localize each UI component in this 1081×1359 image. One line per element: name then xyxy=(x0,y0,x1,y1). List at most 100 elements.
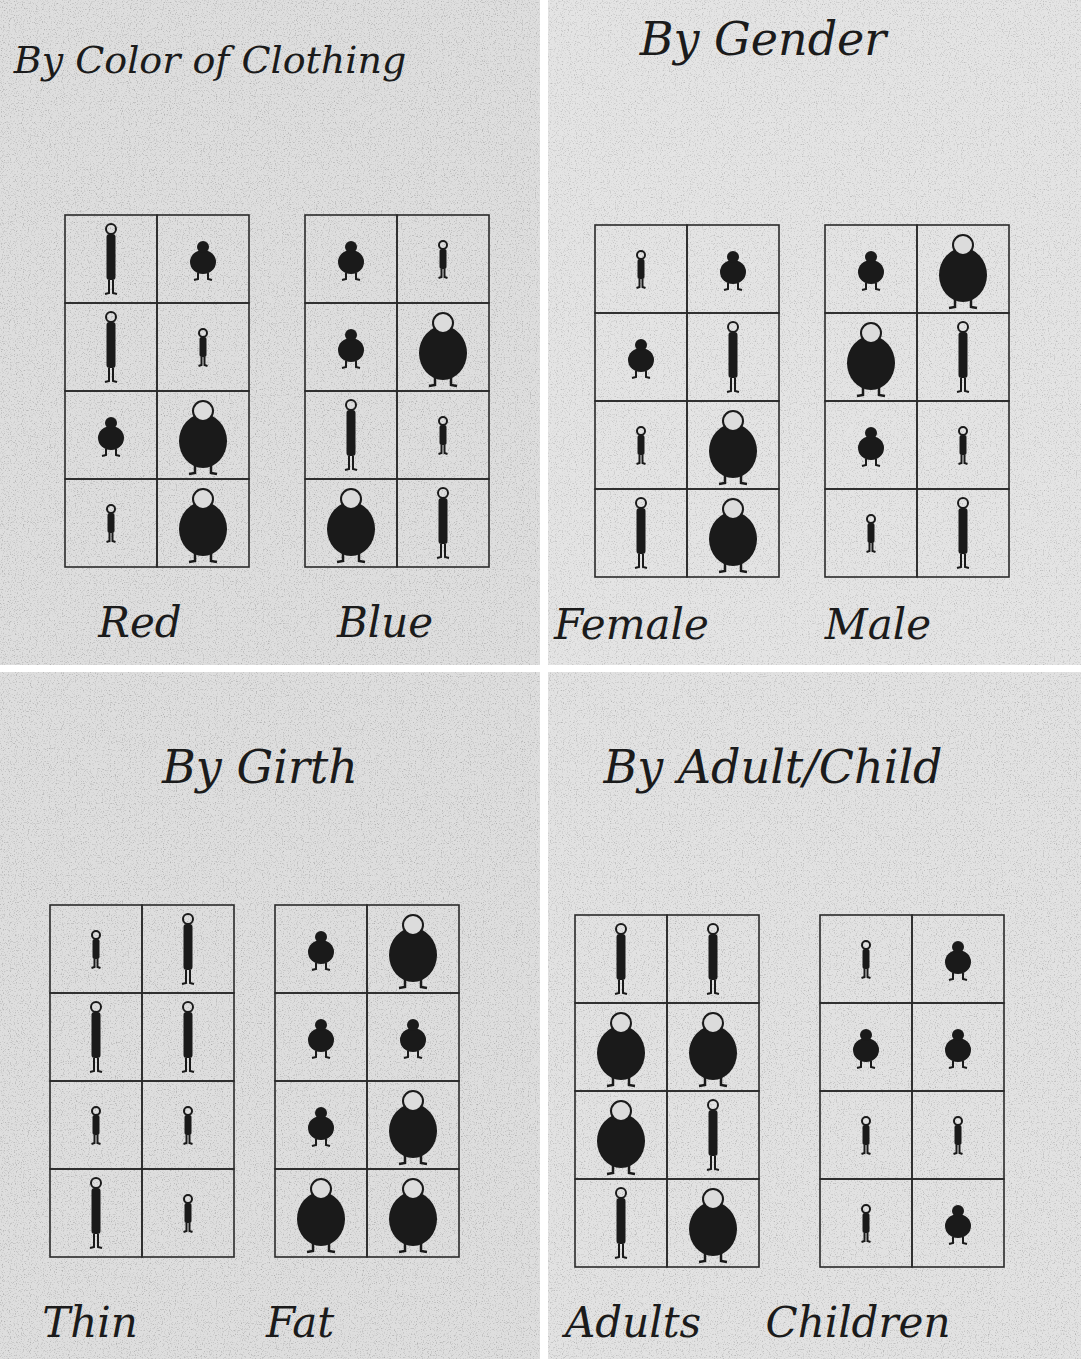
figure-card xyxy=(275,1081,367,1169)
person-figure xyxy=(862,1205,871,1242)
person-figure xyxy=(858,251,884,290)
figure-card xyxy=(912,1091,1004,1179)
person-figure xyxy=(720,251,746,290)
person-figure xyxy=(107,505,116,542)
person-figure xyxy=(957,322,969,392)
figure-card xyxy=(142,993,234,1081)
text-slot: Red xyxy=(98,600,181,646)
photo-panel: By GirthThin Fat xyxy=(0,672,540,1359)
figure-card xyxy=(687,489,779,577)
figure-card xyxy=(142,905,234,993)
figure-card xyxy=(50,1081,142,1169)
photo-grain xyxy=(0,0,540,665)
group-label: Blue xyxy=(337,598,433,647)
figure-card xyxy=(305,303,397,391)
figure-card xyxy=(687,313,779,401)
figure-card xyxy=(687,225,779,313)
figure-card xyxy=(820,1179,912,1267)
figure-card xyxy=(305,391,397,479)
text-slot: Fat xyxy=(266,1300,334,1346)
figure-card xyxy=(820,1003,912,1091)
figure-card xyxy=(825,489,917,577)
figure-card xyxy=(917,489,1009,577)
person-figure xyxy=(597,1101,645,1174)
figure-card xyxy=(275,993,367,1081)
group-label: Female xyxy=(554,600,709,649)
person-figure xyxy=(597,1013,645,1086)
figure-card xyxy=(912,915,1004,1003)
person-figure xyxy=(105,224,117,294)
text-slot: By Adult/Child xyxy=(603,742,942,793)
figure-card xyxy=(157,303,249,391)
person-figure xyxy=(635,498,647,568)
person-figure xyxy=(862,941,871,978)
person-figure xyxy=(389,1091,437,1164)
panel-title: By Girth xyxy=(162,740,358,794)
figure-card xyxy=(595,401,687,489)
group-label: Children xyxy=(766,1298,951,1347)
figure-card xyxy=(65,303,157,391)
person-figure xyxy=(707,924,719,994)
figure-card xyxy=(397,215,489,303)
figure-card xyxy=(667,915,759,1003)
panel-title: By Color of Clothing xyxy=(14,38,407,82)
text-slot: Male xyxy=(825,602,931,648)
figure-card xyxy=(157,391,249,479)
person-figure xyxy=(862,1117,871,1154)
photo-panel xyxy=(548,672,1081,1359)
figure-card xyxy=(142,1169,234,1257)
person-figure xyxy=(105,312,117,382)
person-figure xyxy=(190,241,216,280)
person-figure xyxy=(182,914,194,984)
person-figure xyxy=(945,1029,971,1068)
person-figure xyxy=(90,1002,102,1072)
figure-card xyxy=(825,225,917,313)
person-figure xyxy=(945,1205,971,1244)
figure-card xyxy=(275,1169,367,1257)
group-label: Thin xyxy=(42,1298,138,1347)
photo-panel xyxy=(0,0,540,665)
person-figure xyxy=(297,1179,345,1252)
person-figure xyxy=(954,1117,963,1154)
figure-card xyxy=(397,303,489,391)
person-figure xyxy=(327,489,375,562)
person-figure xyxy=(959,427,968,464)
person-figure xyxy=(689,1189,737,1262)
person-figure xyxy=(707,1100,719,1170)
figure-card xyxy=(50,993,142,1081)
group-label: Adults xyxy=(565,1298,701,1347)
person-figure xyxy=(389,915,437,988)
figure-card xyxy=(367,1169,459,1257)
person-figure xyxy=(867,515,876,552)
photo-panel xyxy=(0,672,540,1359)
figure-card xyxy=(667,1091,759,1179)
figure-card xyxy=(65,215,157,303)
person-figure xyxy=(709,499,757,572)
group-label: Male xyxy=(825,600,931,649)
group-label: Fat xyxy=(266,1298,334,1347)
panel-title: By Adult/Child xyxy=(603,740,942,794)
person-figure xyxy=(615,1188,627,1258)
figure-card xyxy=(595,225,687,313)
figure-card xyxy=(825,401,917,489)
person-figure xyxy=(637,251,646,288)
text-slot: Thin xyxy=(42,1300,138,1346)
person-figure xyxy=(389,1179,437,1252)
figure-card xyxy=(917,401,1009,489)
person-figure xyxy=(308,1019,334,1058)
person-figure xyxy=(439,417,448,454)
figure-card xyxy=(50,905,142,993)
person-figure xyxy=(437,488,449,558)
person-figure xyxy=(853,1029,879,1068)
text-slot: By Gender xyxy=(640,14,887,65)
figure-card xyxy=(575,1091,667,1179)
person-figure xyxy=(628,339,654,378)
figure-card xyxy=(157,479,249,567)
photo-grain xyxy=(0,672,540,1359)
photo-grain xyxy=(548,0,1081,665)
person-figure xyxy=(199,329,208,366)
person-figure xyxy=(92,1107,101,1144)
person-figure xyxy=(727,322,739,392)
